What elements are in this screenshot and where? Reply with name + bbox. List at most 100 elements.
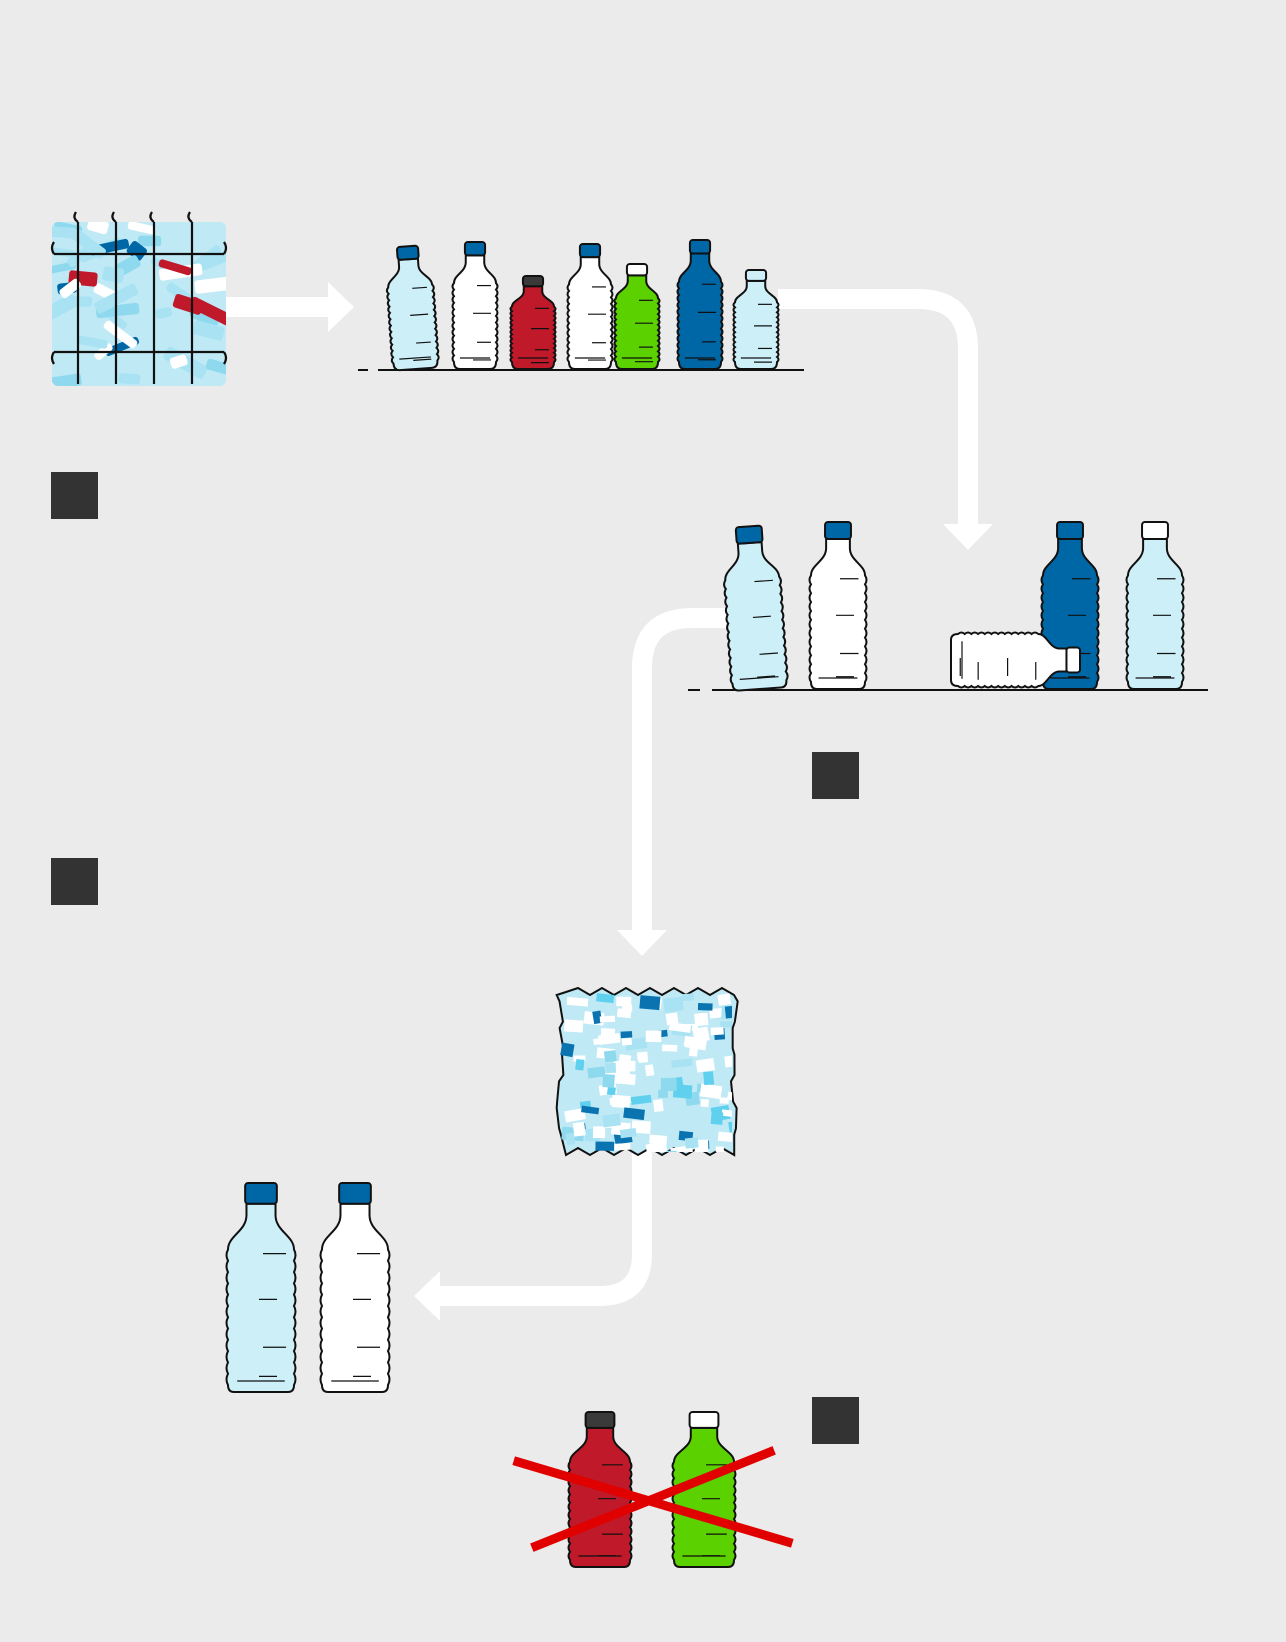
plastic-flake: [639, 995, 661, 1011]
plastic-flake: [660, 1077, 677, 1092]
plastic-flake: [697, 1002, 713, 1011]
plastic-flake: [630, 1094, 652, 1105]
crushed-bottle-piece: [59, 278, 82, 299]
crushed-bottle-piece: [154, 307, 173, 319]
plastic-flake: [721, 1109, 732, 1119]
plastic-flake: [671, 1058, 693, 1069]
plastic-flake: [727, 1091, 732, 1102]
plastic-flake: [602, 1073, 615, 1088]
step-marker-4: [812, 1397, 859, 1444]
bottle-light-blue-2: [732, 269, 780, 370]
step-markers: [51, 472, 859, 1444]
crushed-bottle-piece: [52, 225, 77, 239]
crushed-bottle-piece: [52, 261, 77, 275]
crushed-bottle-piece: [68, 296, 93, 307]
step-marker-2: [812, 752, 859, 799]
plastic-flake: [572, 1121, 586, 1137]
plastic-flake: [596, 993, 615, 1004]
crushed-bottle-piece: [205, 358, 226, 376]
compressed-bottle-bale-icon: [50, 211, 228, 386]
step-marker-1: [51, 472, 98, 519]
plastic-flake: [587, 1066, 606, 1079]
plastic-flake: [719, 1097, 729, 1104]
plastic-flake: [564, 1107, 586, 1123]
plastic-flake: [595, 1141, 615, 1151]
crushed-bottle-piece: [118, 373, 141, 385]
plastic-flake: [694, 1012, 709, 1027]
crushed-bottle-piece: [137, 235, 162, 247]
plastic-flake: [602, 1113, 622, 1128]
plastic-flake: [623, 1107, 645, 1121]
step-marker-3: [51, 858, 98, 905]
crushed-bottle-piece: [192, 320, 225, 341]
plastic-flake: [699, 1083, 723, 1100]
clear-bottle-lying: [950, 631, 1081, 689]
plastic-flake: [682, 993, 695, 1002]
plastic-flake: [658, 1089, 668, 1098]
cross-out-icon: [512, 1446, 794, 1552]
crushed-bottle-piece: [194, 275, 226, 294]
plastic-flake: [563, 1019, 584, 1033]
plastic-flake: [620, 1031, 633, 1039]
new-bottle-light-blue: [225, 1182, 297, 1393]
crushed-bottle-piece: [87, 222, 109, 235]
arrow-flakes-to-new-bottles: [414, 1152, 652, 1321]
bottle-white-2: [566, 243, 614, 370]
plastic-flake: [614, 1060, 636, 1072]
plastic-flake: [672, 1084, 693, 1099]
plastic-flake: [616, 996, 632, 1007]
plastic-flake: [575, 1058, 585, 1071]
rejected-bottle-red: [567, 1411, 633, 1568]
plastic-flake: [560, 1042, 575, 1058]
arrow-sorting-to-clear: [778, 289, 993, 550]
plastic-flake: [717, 993, 732, 1006]
plastic-flake: [692, 1026, 710, 1043]
plastic-flake: [710, 1111, 724, 1125]
arrow-clear-to-flakes: [617, 608, 740, 956]
plastic-flake: [621, 1037, 633, 1046]
plastic-flake: [599, 1015, 616, 1023]
plastic-flake: [581, 1105, 600, 1115]
plastic-flake: [592, 1126, 606, 1139]
plastic-flake: [600, 1028, 616, 1042]
plastic-flake: [655, 1145, 667, 1152]
plastic-flake: [616, 1072, 636, 1086]
plastic-flakes-icon: [555, 986, 739, 1157]
arrow-bale-to-sorting: [226, 282, 354, 332]
crushed-bottle-piece: [52, 295, 76, 325]
plastic-flake: [592, 1010, 603, 1025]
plastic-flake: [688, 1047, 698, 1057]
plastic-flake: [724, 1054, 732, 1068]
crushed-bottle-piece: [52, 373, 82, 386]
plastic-flake: [566, 996, 589, 1007]
plastic-flake: [606, 1086, 616, 1096]
plastic-flake: [703, 1071, 715, 1086]
plastic-flake: [565, 1132, 576, 1146]
bottle-dark-blue: [676, 239, 724, 370]
process-arrows: [226, 282, 993, 1321]
plastic-flake: [661, 1044, 678, 1052]
plastic-flake: [645, 1030, 662, 1043]
plastic-flake: [700, 1099, 709, 1108]
plastic-flake: [684, 1137, 699, 1149]
plastic-flake: [644, 1064, 655, 1077]
plastic-flake: [611, 1094, 631, 1109]
plastic-flake: [724, 1004, 732, 1019]
plastic-flake: [631, 1120, 651, 1134]
crushed-bottle-piece: [169, 354, 188, 369]
plastic-flake: [663, 996, 684, 1013]
clear-bottle-light-blue-2: [1125, 521, 1185, 690]
crushed-bottle-piece: [126, 241, 147, 261]
bottle-green: [613, 263, 661, 370]
new-bottle-white: [319, 1182, 391, 1393]
plastic-flake: [668, 1022, 692, 1033]
plastic-flake: [619, 1128, 637, 1139]
crushed-bottle-piece: [103, 320, 138, 349]
crushed-bottle-piece: [158, 259, 192, 276]
plastic-flake: [719, 1020, 732, 1028]
plastic-flake: [636, 1051, 648, 1062]
clear-bottle-light-blue: [723, 524, 789, 692]
crushed-bottle-piece: [127, 222, 156, 235]
plastic-flake: [603, 1050, 617, 1063]
